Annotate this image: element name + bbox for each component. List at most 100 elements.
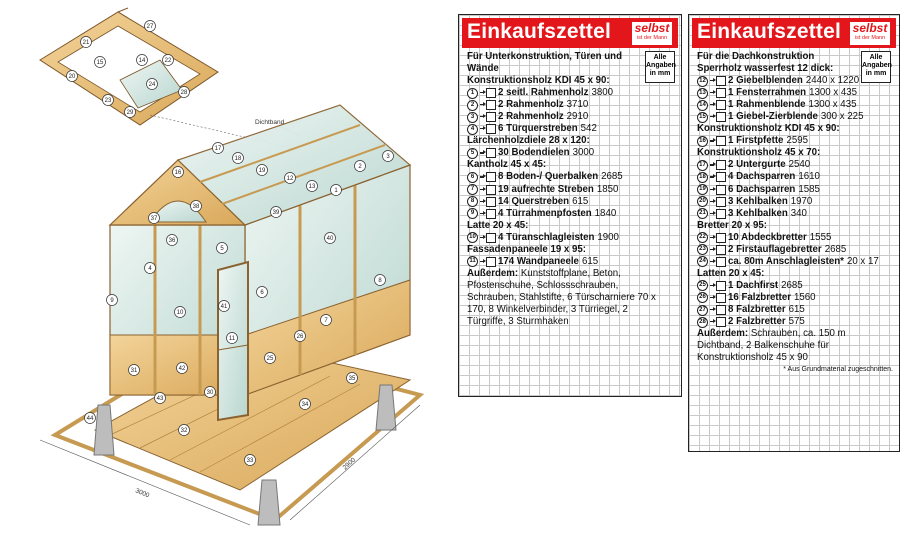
arrow-icon	[480, 234, 486, 239]
part-marker-circle	[148, 212, 160, 224]
arrow-icon	[480, 90, 486, 95]
brand-logo: selbst ist der Mann	[849, 21, 891, 46]
shopping-list-roof: Einkaufszettel selbst ist der Mann Alle …	[688, 14, 900, 452]
part-number: 18	[697, 171, 708, 183]
part-marker-circle	[178, 424, 190, 436]
brand-subtitle: ist der Mann	[636, 35, 668, 41]
part-marker: 31	[128, 364, 140, 376]
arrow-icon	[710, 162, 716, 167]
part-marker: 17	[212, 142, 224, 154]
part-number: 25	[697, 280, 708, 292]
part-marker-number: 27	[147, 24, 154, 30]
part-marker: 26	[294, 330, 306, 342]
part-marker-number: 6	[260, 290, 264, 296]
part-marker: 24	[146, 78, 158, 90]
part-marker-circle	[256, 286, 268, 298]
part-marker: 18	[232, 152, 244, 164]
part-marker-number: 30	[207, 390, 214, 396]
section-heading: Lärchenholzdiele 28 x 120:	[467, 135, 590, 147]
checkbox-icon	[716, 160, 726, 171]
item-size: 2595	[786, 135, 809, 147]
part-marker-number: 43	[157, 396, 164, 402]
part-marker: 2	[354, 160, 366, 172]
item-label: 6 Dachsparren	[728, 183, 796, 195]
part-marker-circle	[226, 332, 238, 344]
part-marker: 1	[330, 184, 342, 196]
item-size: 1610	[798, 171, 820, 183]
section-heading: Bretter 20 x 95:	[697, 219, 768, 231]
part-marker-number: 1	[334, 188, 338, 194]
card-header: Einkaufszettel selbst ist der Mann	[462, 18, 678, 48]
part-marker-circle	[306, 180, 318, 192]
section-heading: Sperrholz wasserfest 12 dick:	[697, 63, 834, 75]
part-marker-number: 44	[87, 416, 94, 422]
part-marker-number: 33	[247, 458, 254, 464]
part-marker-circle	[264, 352, 276, 364]
units-note-line: Alle	[869, 54, 883, 61]
item-size: 3000	[572, 147, 595, 159]
checkbox-icon	[486, 232, 496, 243]
item-label: ca. 80m Anschlagleisten*	[728, 255, 844, 267]
arrow-icon	[710, 234, 716, 239]
dichtband-label: Dichtband	[255, 119, 285, 126]
part-marker: 10	[174, 306, 186, 318]
checkbox-icon	[716, 172, 726, 183]
checkbox-icon	[486, 112, 496, 123]
part-marker: 22	[162, 54, 174, 66]
item-label: 16 Falzbretter	[728, 291, 791, 303]
part-marker-circle	[166, 234, 178, 246]
units-note-line: Angaben	[862, 62, 892, 69]
part-marker: 40	[324, 232, 336, 244]
part-marker: 20	[66, 70, 78, 82]
part-marker-number: 22	[165, 58, 172, 64]
checkbox-icon	[716, 256, 726, 267]
part-number: 14	[697, 99, 708, 111]
part-marker-circle	[270, 206, 282, 218]
part-marker: 5	[216, 242, 228, 254]
part-marker-number: 35	[349, 376, 356, 382]
part-marker-number: 12	[287, 176, 294, 182]
part-marker-number: 36	[169, 238, 176, 244]
part-marker: 19	[256, 164, 268, 176]
section-heading: Latten 20 x 45:	[697, 267, 765, 279]
part-marker-number: 5	[220, 246, 224, 252]
part-marker-circle	[84, 412, 96, 424]
checkbox-icon	[486, 100, 496, 111]
card-intro: Für Unterkonstruktion, Türen und Wände	[467, 51, 622, 75]
part-number: 16	[697, 135, 708, 147]
additional-text: Kunststoffplane, Beton, Pfostenschuhe, S…	[467, 267, 656, 328]
card-title: Einkaufszettel	[467, 20, 612, 43]
part-marker-circle	[232, 152, 244, 164]
part-marker-circle	[204, 386, 216, 398]
part-number: 10	[467, 232, 478, 244]
part-marker-number: 25	[267, 356, 274, 362]
checkbox-icon	[486, 184, 496, 195]
item-label: 1 Dachfirst	[728, 279, 779, 291]
footnote: * Aus Grundmaterial zugeschnitten.	[783, 366, 893, 374]
part-marker-number: 24	[149, 82, 156, 88]
part-marker-circle	[244, 454, 256, 466]
section-heading: Fassadenpaneele 19 x 95:	[467, 243, 587, 255]
item-size: 2685	[824, 243, 847, 255]
part-number: 8	[467, 196, 478, 208]
part-marker-circle	[294, 330, 306, 342]
part-marker: 37	[148, 212, 160, 224]
part-marker: 12	[284, 172, 296, 184]
arrow-icon	[480, 126, 486, 131]
item-size: 575	[788, 316, 805, 328]
item-size: 1900	[597, 231, 619, 243]
part-marker: 32	[178, 424, 190, 436]
part-marker-number: 13	[309, 184, 316, 190]
item-label: 1 Firstpfette	[728, 135, 784, 147]
arrow-icon	[480, 258, 486, 263]
part-number: 20	[697, 196, 708, 208]
part-marker: 30	[204, 386, 216, 398]
item-label: 3 Kehlbalken	[728, 195, 788, 207]
part-marker: 42	[176, 362, 188, 374]
part-marker-number: 16	[175, 170, 182, 176]
